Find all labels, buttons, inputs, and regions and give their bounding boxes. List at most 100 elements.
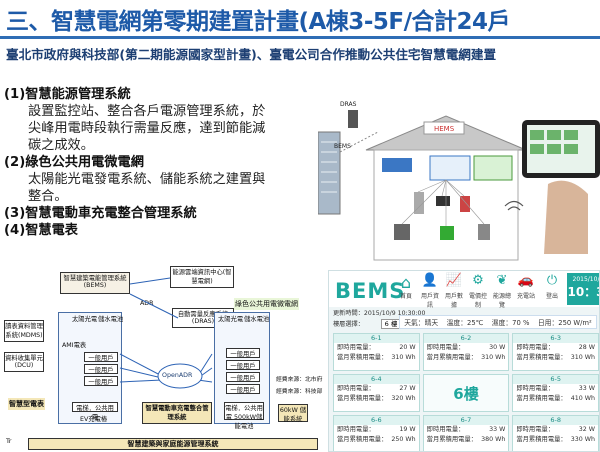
ev-label: EV充電樁 xyxy=(80,416,108,423)
floor-center-label: 6樓 xyxy=(422,374,510,412)
weather-sky: 天氣：晴天 xyxy=(404,319,439,327)
item-desc: 設置監控站、整合各戶電源管理系統，於 xyxy=(28,104,266,119)
home-system-bar: 智慧建築與家庭能源管理系統 xyxy=(28,438,318,450)
now-label: 即時用電量： xyxy=(337,344,375,351)
unit-card[interactable]: 6-6 即時用電量：19 W 當月累積用電量：250 Wh xyxy=(333,415,420,451)
public-power-box: 電梯．公共用電 500kW儲能電池 xyxy=(224,402,264,430)
weather-temp: 溫度：25℃ xyxy=(446,319,484,327)
household-box: 一般用戶 xyxy=(84,352,118,362)
item-desc: 尖峰用電時段執行需量反應，達到節能減 xyxy=(28,121,266,136)
ac-unit-icon xyxy=(382,158,412,172)
item-heading: (1)智慧能源管理系統 xyxy=(4,87,131,102)
now-value: 19 W xyxy=(399,426,416,433)
month-value: 410 Wh xyxy=(570,395,595,402)
car-icon: 🚗 xyxy=(517,273,535,288)
chart-icon: 📈 xyxy=(445,273,463,288)
household-box: 一般用戶 xyxy=(226,372,260,382)
mdms-box: 讀表資料管理系統(MDMS) xyxy=(4,320,44,342)
unit-card[interactable]: 6-1 即時用電量：20 W 當月累積用電量：310 Wh xyxy=(333,333,420,371)
menu-label: 能源總覽 xyxy=(492,293,511,309)
month-value: 310 Wh xyxy=(481,354,506,361)
unit-id: 6-1 xyxy=(334,334,419,343)
unit-card[interactable]: 6-8 即時用電量：32 W 當月累積用電量：330 Wh xyxy=(512,415,599,451)
heater-icon xyxy=(478,224,490,240)
now-label: 即時用電量： xyxy=(337,385,375,392)
unit-grid: 6-1 即時用電量：20 W 當月累積用電量：310 Wh 6-2 即時用電量：… xyxy=(333,333,599,451)
month-value: 250 Wh xyxy=(391,436,416,443)
display-icon xyxy=(473,155,513,181)
menu-home[interactable]: ⌂ 首頁 xyxy=(395,273,417,300)
month-label: 當月累積用電量： xyxy=(337,436,388,443)
item-2: (2)綠色公共用電微電網 太陽能光電發電系統、儲能系統之建置與 整合。 xyxy=(4,154,316,205)
now-label: 即時用電量： xyxy=(516,385,555,392)
storage-60kw-box: 60kW 儲能系統 xyxy=(278,404,308,423)
month-label: 當月累積用電量： xyxy=(516,354,567,361)
menu-label: 首頁 xyxy=(399,293,412,300)
wifi-icon xyxy=(504,200,524,211)
month-value: 310 Wh xyxy=(570,354,595,361)
leaf-icon: ❦ xyxy=(496,273,508,288)
now-value: 32 W xyxy=(578,426,595,433)
bems-info-bar: 更新時間：2015/10/9 10:30:00 樓層選擇： xyxy=(333,308,599,330)
item-desc: 碳之成效。 xyxy=(28,138,94,153)
now-value: 28 W xyxy=(578,344,595,351)
item-desc: 太陽能光電發電系統、儲能系統之建置與 xyxy=(28,172,266,187)
smart-meter-label: 智慧型電表 xyxy=(8,398,45,410)
menu-energy-overview[interactable]: ❦ 能源總覽 xyxy=(491,273,513,309)
unit-card[interactable]: 6-3 即時用電量：28 W 當月累積用電量：310 Wh xyxy=(512,333,599,371)
menu-charging-station[interactable]: 🚗 充電站 xyxy=(515,273,537,300)
tv-icon xyxy=(436,196,450,206)
now-value: 33 W xyxy=(489,426,506,433)
unit-id: 6-6 xyxy=(334,416,419,425)
unit-id: 6-7 xyxy=(423,416,509,425)
month-value: 380 Wh xyxy=(481,436,506,443)
dras-server-icon xyxy=(348,110,358,128)
month-label: 當月累積用電量： xyxy=(516,436,567,443)
system-diagram: 智慧建築電能管理系統(BEMS) 能源雲端資訊中心(智慧電網) ADR 自動需量… xyxy=(2,264,326,452)
weather-usage: 日用：250 W/m² xyxy=(537,319,592,327)
link-line xyxy=(339,131,379,153)
openadr-cloud xyxy=(157,363,203,389)
solar-label: 太陽光電 xyxy=(218,316,244,323)
menu-logout[interactable]: ⏻ 登出 xyxy=(541,273,563,300)
month-label: 當月累積用電量： xyxy=(337,354,388,361)
unit-card[interactable]: 6-2 即時用電量：30 W 當月累積用電量：310 Wh xyxy=(422,333,510,371)
meter-icon xyxy=(460,196,470,212)
month-label: 當月累積用電量： xyxy=(516,395,567,402)
item-heading: (4)智慧電表 xyxy=(4,223,78,238)
item-3: (3)智慧電動車充電整合管理系統 xyxy=(4,205,316,222)
socket-icon xyxy=(440,226,454,240)
ev-system-box: 智慧電動車充電整合管理系統 xyxy=(142,402,212,424)
unit-card[interactable]: 6-7 即時用電量：33 W 當月累積用電量：380 Wh xyxy=(422,415,510,451)
now-value: 20 W xyxy=(399,344,416,351)
solar-label: 太陽光電 xyxy=(72,316,98,323)
hems-label: HEMS xyxy=(434,125,455,133)
now-label: 即時用電量： xyxy=(516,344,555,351)
gear-icon: ⚙ xyxy=(472,273,484,288)
weather-bar: 天氣：晴天 溫度：25℃ 濕度：70 % 日用：250 W/m² xyxy=(399,315,597,329)
bems-label: BEMS xyxy=(334,143,351,150)
updated-time: 更新時間：2015/10/9 10:30:00 xyxy=(333,310,426,317)
unit-id: 6-8 xyxy=(513,416,598,425)
menu-label: 電價控制 xyxy=(468,293,487,309)
unit-id: 6-5 xyxy=(513,375,598,384)
clock-date: 2015/10/ xyxy=(572,276,600,283)
menu-price-control[interactable]: ⚙ 電價控制 xyxy=(467,273,489,309)
floor-select[interactable]: 6 樓 xyxy=(381,319,401,329)
washer-icon xyxy=(394,224,410,240)
floor-select-label: 樓層選擇： xyxy=(333,321,364,328)
menu-label: 登出 xyxy=(545,293,558,300)
item-desc: 整合。 xyxy=(28,189,68,204)
menu-user-info[interactable]: 👤 用戶資訊 xyxy=(419,273,441,309)
green-grid-label: 綠色公共用電微電網 xyxy=(234,298,299,310)
bems-logo: BEMS xyxy=(335,279,406,303)
unit-card[interactable]: 6-4 即時用電量：27 W 當月累積用電量：320 Wh xyxy=(333,374,420,412)
now-value: 27 W xyxy=(399,385,416,392)
adr-label: ADR xyxy=(140,300,154,307)
weather-humidity: 濕度：70 % xyxy=(491,319,530,327)
unit-card[interactable]: 6-5 即時用電量：33 W 當月累積用電量：410 Wh xyxy=(512,374,599,412)
fridge-icon xyxy=(414,192,424,214)
household-box: 一般用戶 xyxy=(84,364,118,374)
menu-label: 充電站 xyxy=(516,293,535,300)
menu-user-data[interactable]: 📈 用戶數據 xyxy=(443,273,465,309)
